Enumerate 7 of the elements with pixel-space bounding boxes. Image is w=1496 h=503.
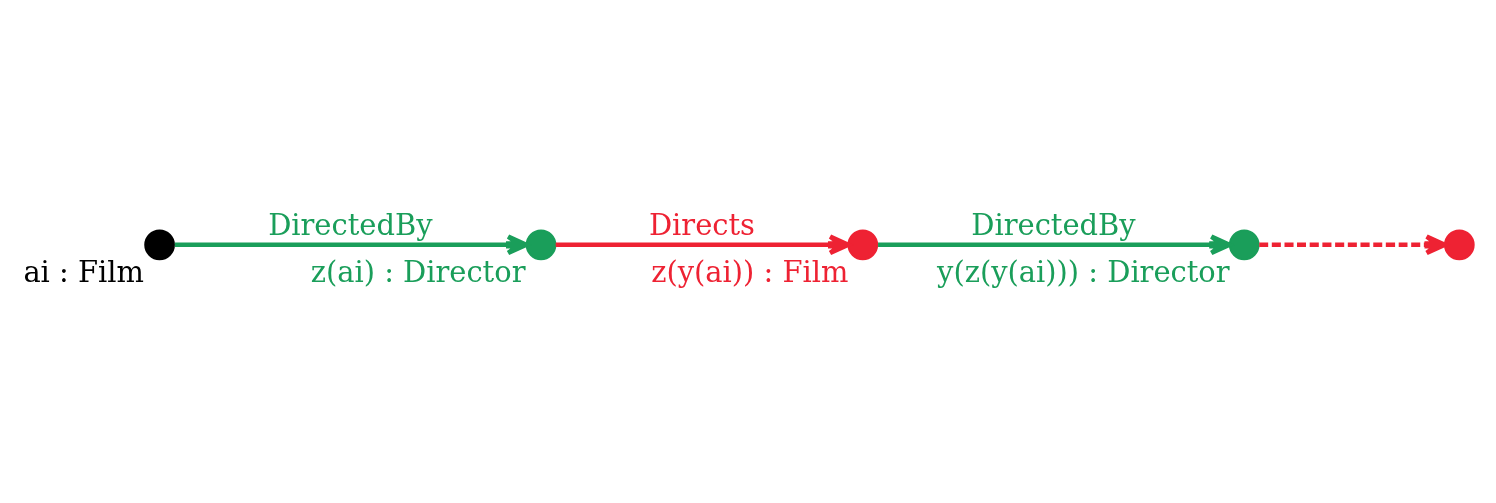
node-label: z(y(ai)) : Film bbox=[651, 254, 849, 289]
edge-label: DirectedBy bbox=[971, 207, 1136, 242]
node-label: z(ai) : Director bbox=[310, 254, 526, 289]
node-label: y(z(y(ai))) : Director bbox=[937, 254, 1230, 289]
edge-label: DirectedBy bbox=[268, 207, 433, 242]
node-label: ai : Film bbox=[23, 254, 144, 289]
edge-label: Directs bbox=[648, 207, 755, 242]
